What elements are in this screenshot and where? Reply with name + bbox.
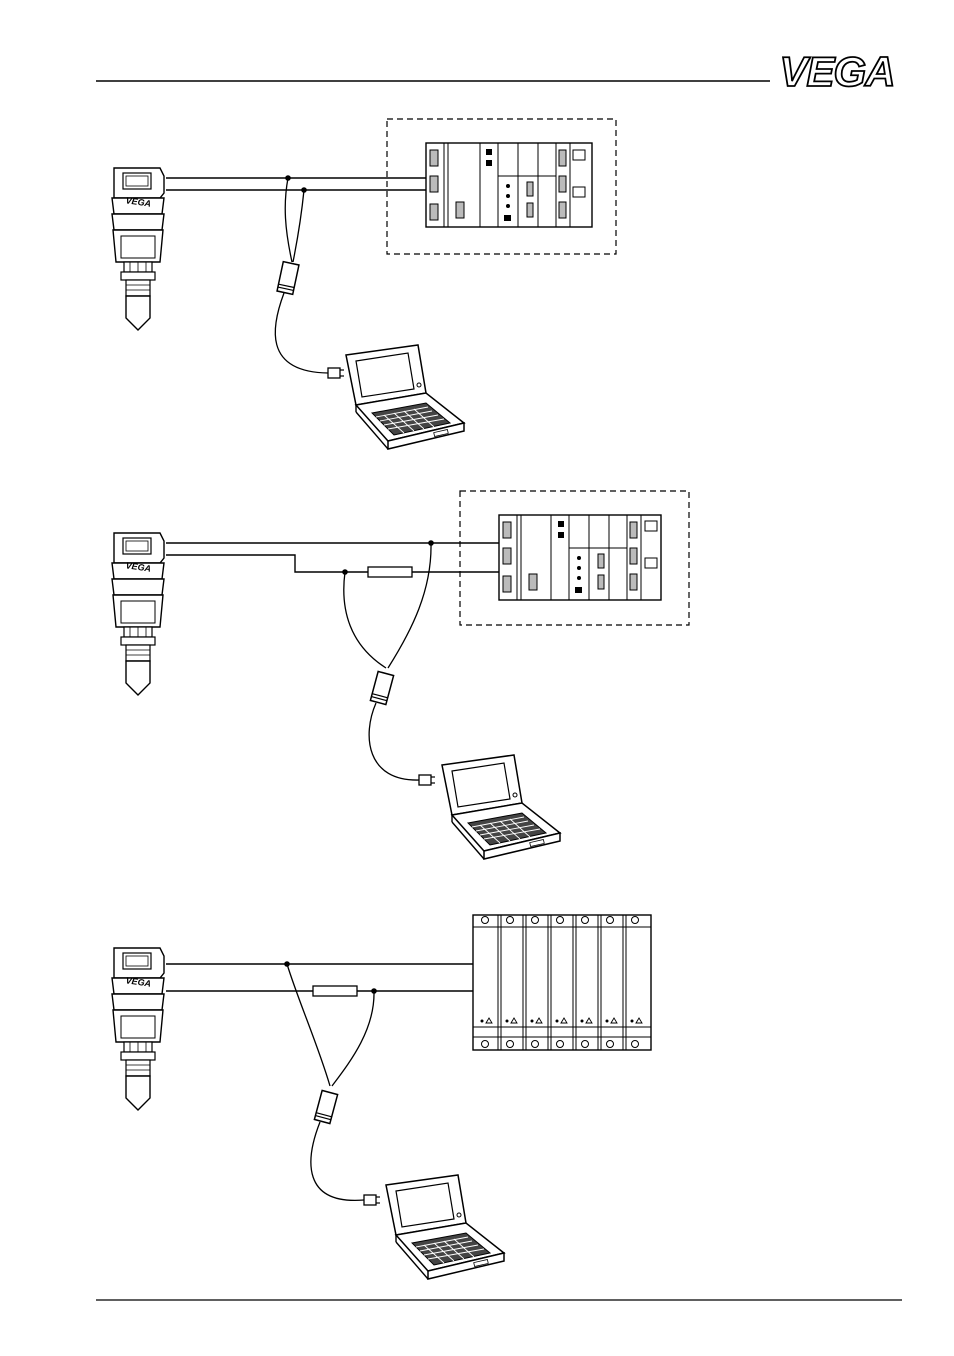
resistor-icon: [368, 567, 412, 577]
usb-cable: [275, 293, 328, 373]
signal-conditioning-rack-icon: [473, 915, 651, 1050]
plug-icon: [419, 775, 435, 785]
resistor-icon: [313, 986, 357, 996]
sensor-icon: [112, 168, 164, 330]
plc-rack-icon: [460, 491, 689, 625]
interface-adapter-icon: [314, 1090, 337, 1123]
usb-cable: [311, 1122, 364, 1200]
diagram-setup-1: VEGA: [112, 119, 616, 449]
vega-logo: VEGA: [779, 48, 894, 95]
diagram-setup-2: VEGA: [112, 491, 689, 859]
sensor-icon: [112, 948, 164, 1110]
connection-cable: [344, 543, 431, 668]
diagram-setup-3: VEGA: [112, 915, 651, 1279]
connection-cable: [287, 964, 374, 1086]
usb-cable: [369, 703, 420, 780]
interface-adapter-icon: [370, 671, 393, 704]
laptop-icon: [386, 1175, 504, 1279]
plug-icon: [328, 368, 344, 378]
page-header: VEGA: [96, 48, 895, 95]
laptop-icon: [346, 345, 464, 449]
signal-wire-minus: [166, 555, 499, 572]
plc-rack-icon: [387, 119, 616, 254]
plug-icon: [364, 1195, 380, 1205]
vega-logo-text: VEGA: [779, 48, 894, 95]
laptop-icon: [442, 755, 560, 859]
sensor-icon: [112, 533, 164, 695]
interface-adapter-icon: [277, 262, 299, 295]
